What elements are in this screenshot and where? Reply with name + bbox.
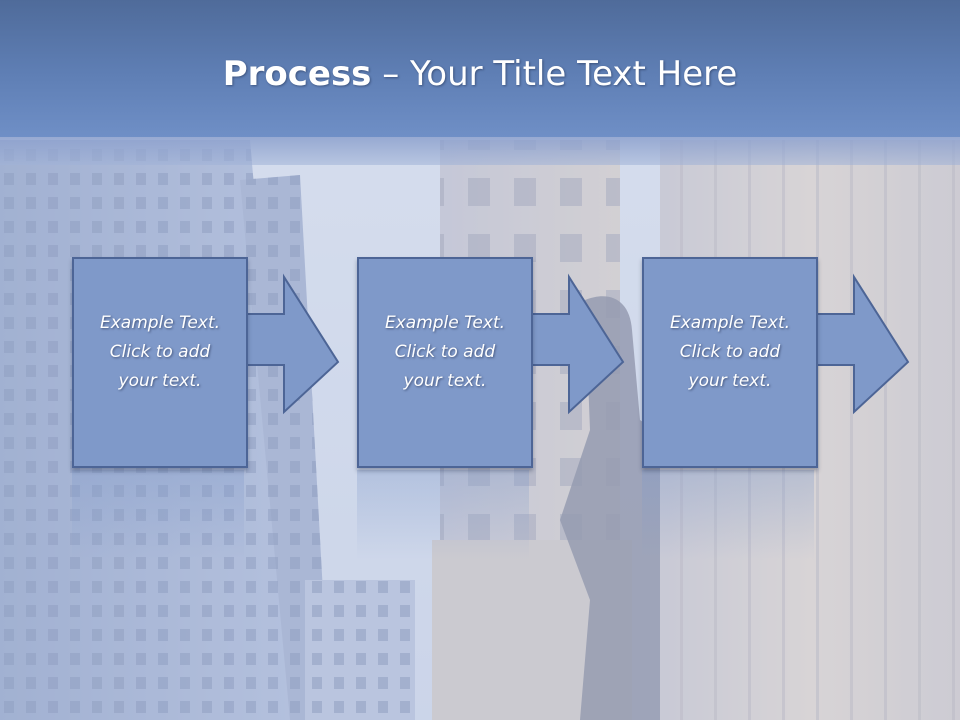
arrow-right-icon — [813, 273, 910, 415]
step-text[interactable]: Example Text. Click to add your text. — [99, 313, 221, 391]
arrow-right-icon — [528, 273, 625, 415]
step-reflection — [642, 470, 814, 560]
process-step-3[interactable]: Example Text. Click to add your text. — [642, 257, 942, 468]
step-reflection — [72, 470, 244, 560]
title-band — [0, 0, 960, 165]
arrow-right-icon — [243, 273, 340, 415]
step-box — [357, 257, 533, 468]
step-box — [642, 257, 818, 468]
step-text[interactable]: Example Text. Click to add your text. — [384, 313, 506, 391]
title-bold-text: Process — [222, 54, 372, 94]
process-step-2[interactable]: Example Text. Click to add your text. — [357, 257, 657, 468]
step-reflection — [357, 470, 529, 560]
step-text[interactable]: Example Text. Click to add your text. — [669, 313, 791, 391]
title-rest-text: – Your Title Text Here — [371, 54, 738, 94]
step-box — [72, 257, 248, 468]
slide-title[interactable]: Process – Your Title Text Here — [0, 52, 960, 96]
process-step-1[interactable]: Example Text. Click to add your text. — [72, 257, 372, 468]
